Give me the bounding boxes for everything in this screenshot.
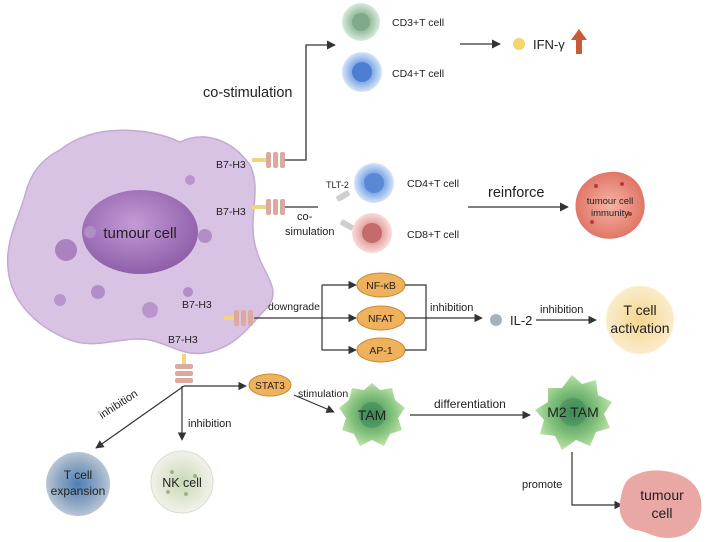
receptor-icon <box>266 199 285 215</box>
tlt2-branch: co- simulation TLT-2 CD4+T cell CD8+T ce… <box>285 163 645 253</box>
b7h3-ligand <box>252 158 266 162</box>
cd3-t-cell-label: CD3+T cell <box>392 17 444 29</box>
tumour-cell-small-label-1: tumour <box>640 487 684 503</box>
stat3-branch: inhibition inhibition STAT3 stimulation … <box>46 373 702 538</box>
receptor-icon <box>175 364 193 383</box>
b7h3-site-1: B7-H3 <box>216 152 285 171</box>
nk-cell-label: NK cell <box>162 476 202 490</box>
stat3-label: STAT3 <box>255 381 285 392</box>
t-cell-expansion <box>46 452 110 516</box>
t-cell-expansion-label-2: expansion <box>51 484 106 498</box>
tlt2-label: TLT-2 <box>326 180 349 190</box>
arrow-to-tumour-cell <box>571 452 623 510</box>
arrow-to-t-cell-expansion <box>95 385 185 449</box>
vesicle <box>91 285 105 299</box>
il2-dot <box>490 314 502 326</box>
tumour-cell-small <box>619 470 702 538</box>
t-cell-activation-label-2: activation <box>610 320 669 336</box>
b7h3-site-4: B7-H3 <box>168 334 198 383</box>
vesicle <box>198 229 212 243</box>
ap1-label: AP-1 <box>369 345 393 357</box>
m2-tam-nucleus <box>559 398 587 426</box>
tam-nucleus <box>359 402 385 428</box>
tumour-cell-label: tumour cell <box>103 225 176 242</box>
b7h3-label: B7-H3 <box>216 206 246 218</box>
b7h3-label: B7-H3 <box>216 159 246 171</box>
nfat-label: NFAT <box>368 313 395 325</box>
reinforce-label: reinforce <box>488 185 544 201</box>
costimulation-branch: co-stimulation CD3+T cell CD4+T cell IFN… <box>203 3 587 161</box>
nk-cell <box>150 450 214 514</box>
immunity-label-2: immunity <box>591 208 629 219</box>
b7h3-label: B7-H3 <box>182 299 212 311</box>
m2-tam-label: M2 TAM <box>547 404 599 420</box>
tumour-nucleus <box>82 190 198 274</box>
cd8-t-cell-label: CD8+T cell <box>407 229 459 241</box>
stat3-box <box>248 373 292 397</box>
b7h3-ligand <box>224 316 234 320</box>
vesicle <box>55 239 77 261</box>
inhibition-label: inhibition <box>540 304 583 316</box>
cd4-t-cell-nucleus <box>352 62 372 82</box>
differentiation-label: differentiation <box>434 397 506 411</box>
co-simulation-label-1: co- <box>297 211 313 223</box>
transcription-factor-branch: downgrade NF-κB NFAT AP-1 inhibition IL-… <box>254 272 674 363</box>
vesicle <box>183 287 193 297</box>
tam-label: TAM <box>358 407 387 423</box>
inhibition-label: inhibition <box>430 302 473 314</box>
tumour-cell: tumour cell <box>6 129 274 355</box>
receptor-icon <box>266 152 285 168</box>
il2-label: IL-2 <box>510 313 532 328</box>
arrow-to-tam <box>293 394 335 413</box>
tumour-cell-small-label-2: cell <box>651 505 672 521</box>
cd8-t-cell-nucleus <box>362 223 382 243</box>
co-simulation-label-2: simulation <box>285 226 335 238</box>
ifn-gamma-dot <box>513 38 525 50</box>
b7h3-ligand <box>182 354 186 364</box>
inhibition-label: inhibition <box>97 388 140 422</box>
cd4-t-cell-2-label: CD4+T cell <box>407 178 459 190</box>
inhibition-label: inhibition <box>188 418 231 430</box>
cd4-t-cell-2-nucleus <box>364 173 384 193</box>
ifn-gamma-label: IFN-γ <box>533 37 565 52</box>
receptor-icon <box>234 310 253 326</box>
nfkb-label: NF-κB <box>366 280 396 292</box>
immunity-label-1: tumour cell <box>587 196 633 207</box>
vesicle <box>54 294 66 306</box>
stimulation-label: stimulation <box>298 388 348 400</box>
t-cell-expansion-label-1: T cell <box>64 468 92 482</box>
co-stimulation-label: co-stimulation <box>203 85 292 101</box>
t-cell-activation <box>606 286 674 354</box>
vesicle <box>185 175 195 185</box>
up-arrow-icon <box>571 29 587 54</box>
b7h3-site-2: B7-H3 <box>216 199 285 218</box>
tlt2-receptor-icon <box>340 219 354 231</box>
downgrade-label: downgrade <box>268 301 320 313</box>
vesicle <box>84 226 96 238</box>
cd4-t-cell-label: CD4+T cell <box>392 68 444 80</box>
vesicle <box>142 302 158 318</box>
tlt2-receptor-icon <box>336 190 350 202</box>
b7h3-site-3: B7-H3 <box>182 299 253 326</box>
b7h3-label: B7-H3 <box>168 334 198 346</box>
promote-label: promote <box>522 479 562 491</box>
t-cell-activation-label-1: T cell <box>623 302 656 318</box>
b7h3-ligand <box>252 205 266 209</box>
cd3-t-cell-nucleus <box>352 13 370 31</box>
